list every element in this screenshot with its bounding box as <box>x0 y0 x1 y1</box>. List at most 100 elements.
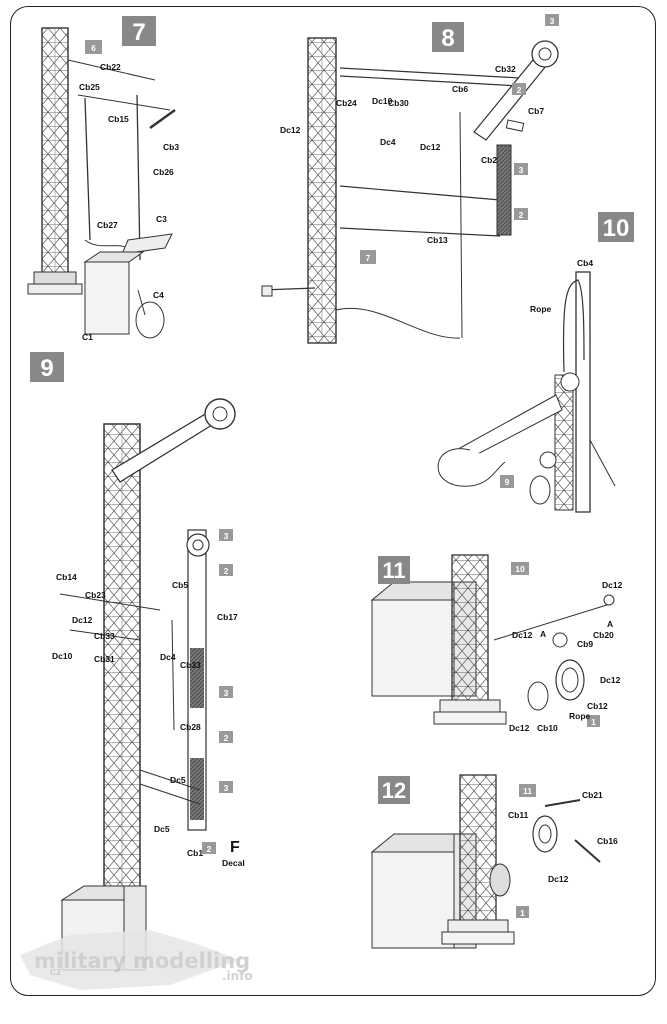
part-label: C1 <box>82 332 93 342</box>
alignment-mark: A <box>607 619 613 629</box>
part-label: Dc10 <box>52 651 73 661</box>
part-label: C4 <box>153 290 164 300</box>
step-8-ref-tags: 3 2 3 2 7 <box>360 14 559 264</box>
step-7-badge <box>122 16 156 46</box>
ref-number: 2 <box>224 733 229 743</box>
part-label: C3 <box>156 214 167 224</box>
watermark: military modelling .info <box>20 930 253 990</box>
part-label: Dc12 <box>420 142 441 152</box>
ref-number: 2 <box>224 566 229 576</box>
part-label: Cb32 <box>495 64 516 74</box>
step-8-illustration <box>261 37 559 344</box>
part-label: Cb13 <box>427 235 448 245</box>
part-label: Cb9 <box>577 639 593 649</box>
ref-badge <box>512 83 526 95</box>
part-label: Cb25 <box>79 82 100 92</box>
ref-badge <box>219 564 233 576</box>
step-8-callouts: Cb32 Cb6 Cb7 Dc10 Cb30 Cb24 Dc12 Dc4 Dc1… <box>280 64 544 245</box>
part-label: Cb17 <box>217 612 238 622</box>
ref-badge <box>219 529 233 541</box>
step-10-badge <box>598 212 634 242</box>
part-label: Cb11 <box>508 810 529 820</box>
step-12-number: 12 <box>382 778 406 803</box>
part-label: Dc12 <box>548 874 569 884</box>
part-label: Cb16 <box>597 836 618 846</box>
part-label: Cb28 <box>180 722 201 732</box>
step-9-badge <box>30 352 64 382</box>
step-11-callouts: Dc12 Cb20 Dc12 Cb9 Dc12 Cb12 Dc12 Cb10 R… <box>509 580 623 733</box>
decal-label: Decal <box>222 858 245 868</box>
part-label: Cb20 <box>593 630 614 640</box>
part-label: Cb12 <box>587 701 608 711</box>
ref-number: 7 <box>366 253 371 263</box>
decal-letter: F <box>230 839 240 856</box>
step-10-number: 10 <box>603 215 630 242</box>
part-label: Dc12 <box>509 723 530 733</box>
part-label: Dc12 <box>602 580 623 590</box>
part-label: Dc5 <box>154 824 170 834</box>
ref-badge <box>85 40 102 54</box>
part-label: Cb14 <box>56 572 77 582</box>
ref-number: 3 <box>224 688 229 698</box>
part-label: Cb1 <box>187 848 203 858</box>
part-label: Cb27 <box>97 220 118 230</box>
ref-number: 9 <box>505 477 510 487</box>
ref-badge <box>202 842 216 854</box>
part-label: Cb4 <box>577 258 593 268</box>
part-label: Cb33 <box>180 660 201 670</box>
step-12-badge <box>378 776 410 804</box>
ref-badge <box>360 250 376 264</box>
step-12-illustration <box>370 774 601 949</box>
step-9-number: 9 <box>40 355 53 382</box>
ref-badge <box>219 781 233 793</box>
ref-number: 3 <box>550 16 555 26</box>
ref-number: 3 <box>224 531 229 541</box>
part-label: Cb24 <box>336 98 357 108</box>
part-label: Cb30 <box>388 98 409 108</box>
ref-badge <box>219 686 233 698</box>
ref-number: 3 <box>224 783 229 793</box>
step-12-callouts: Cb21 Cb11 Cb16 Dc12 <box>508 790 618 884</box>
step-8-badge <box>432 22 464 52</box>
step-11-illustration <box>370 554 615 725</box>
part-label: Cb10 <box>537 723 558 733</box>
ref-number: 3 <box>519 165 524 175</box>
part-label: Cb2 <box>481 155 497 165</box>
ref-badge <box>514 208 528 220</box>
part-label: Cb33 <box>94 631 115 641</box>
part-label: Dc4 <box>160 652 176 662</box>
part-label: Dc4 <box>380 137 396 147</box>
ref-number: 1 <box>520 908 525 918</box>
step-8-number: 8 <box>441 25 454 52</box>
ref-badge <box>545 14 559 26</box>
part-label: Cb26 <box>153 167 174 177</box>
part-label: Cb31 <box>94 654 115 664</box>
step-9-ref-tags: 3 2 3 2 3 2 <box>202 529 233 854</box>
step-11-number: 11 <box>382 558 405 583</box>
part-label: Dc10 <box>372 96 393 106</box>
part-label: Dc12 <box>72 615 93 625</box>
ref-number: 2 <box>207 844 212 854</box>
part-label: Rope <box>569 711 591 721</box>
ref-number: 2 <box>517 85 522 95</box>
part-label: Cb3 <box>163 142 179 152</box>
step-7-number: 7 <box>132 19 145 46</box>
part-label: Cb15 <box>108 114 129 124</box>
step-7-illustration <box>27 27 176 339</box>
part-label: Cb6 <box>452 84 468 94</box>
ref-number: 2 <box>519 210 524 220</box>
ref-badge <box>516 906 529 918</box>
ref-number: 10 <box>515 564 525 574</box>
watermark-text: military modelling <box>34 949 250 973</box>
ref-badge <box>511 562 529 575</box>
part-label: Dc5 <box>170 775 186 785</box>
watermark-suffix: .info <box>222 969 253 983</box>
step-7-callouts: Cb22 Cb25 Cb15 Cb3 Cb26 Cb27 C3 C4 C1 <box>79 62 179 342</box>
step-11-badge <box>378 556 410 584</box>
ref-badge <box>514 163 528 175</box>
ref-badge <box>500 475 514 488</box>
ref-badge <box>587 715 600 727</box>
part-label: Dc12 <box>600 675 621 685</box>
ref-number: 11 <box>523 786 532 796</box>
ref-badge <box>219 731 233 743</box>
